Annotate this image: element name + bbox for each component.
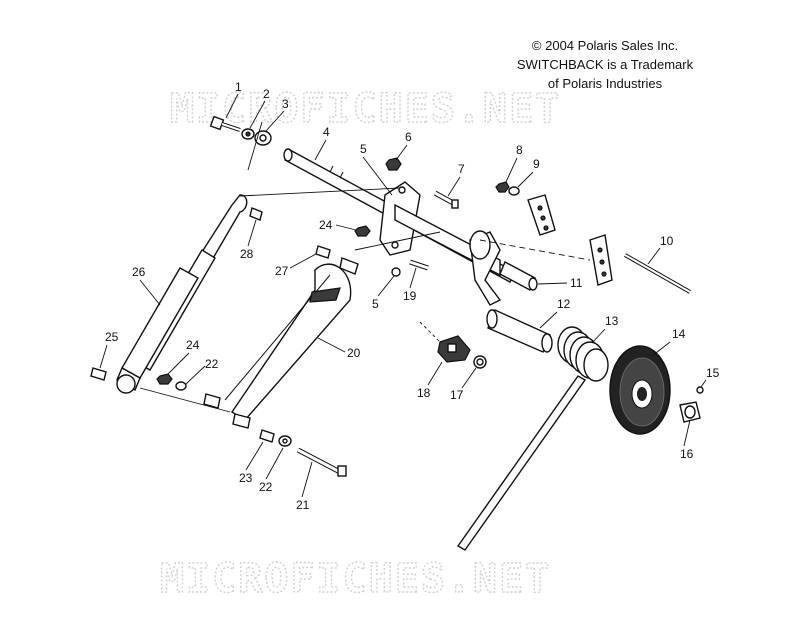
- callout-12: 12: [557, 297, 571, 311]
- callout-9: 9: [533, 157, 540, 171]
- callout-7: 7: [458, 162, 465, 176]
- callout-19: 19: [403, 289, 417, 303]
- watermark-top: MICROFICHES.NET: [170, 86, 561, 132]
- callout-24b: 24: [186, 338, 200, 352]
- part-25-bushing: [90, 367, 107, 381]
- callout-28: 28: [240, 247, 254, 261]
- callout-22a: 22: [205, 357, 219, 371]
- part-20-swingarm: [224, 263, 352, 421]
- part-2-washer: [241, 128, 255, 140]
- part-16-hub: [679, 401, 701, 423]
- callout-6: 6: [405, 130, 412, 144]
- right-bracket-plates: [479, 194, 613, 286]
- copyright-line-2: SWITCHBACK is a Trademark: [516, 57, 694, 72]
- part-19-bolt: [409, 259, 429, 271]
- construction-lines: [139, 121, 441, 413]
- part-14-wheel: [609, 345, 671, 435]
- copyright-notice: © 2004 Polaris Sales Inc. SWITCHBACK is …: [505, 36, 705, 93]
- callout-4: 4: [323, 125, 330, 139]
- part-9-washer: [508, 186, 520, 196]
- part-8-nut: [495, 181, 510, 193]
- part-13-spring: [456, 326, 609, 551]
- part-27-bushing: [315, 245, 331, 259]
- callout-2: 2: [263, 87, 270, 101]
- part-22-washer-a: [175, 381, 187, 391]
- callout-8: 8: [516, 143, 523, 157]
- callout-3: 3: [282, 97, 289, 111]
- callout-22b: 22: [259, 480, 273, 494]
- copyright-line-3: of Polaris Industries: [547, 76, 663, 91]
- part-23-bushing: [259, 429, 275, 443]
- lower-pivot-bushings: [203, 257, 359, 429]
- callout-17: 17: [450, 388, 464, 402]
- part-12-sleeve: [486, 309, 553, 353]
- callout-18: 18: [417, 386, 431, 400]
- callout-5b: 5: [372, 297, 379, 311]
- watermark-bottom: MICROFICHES.NET: [160, 556, 551, 602]
- callout-25: 25: [105, 330, 119, 344]
- part-1-bolt: [209, 115, 241, 132]
- callout-27: 27: [275, 264, 289, 278]
- callout-24a: 24: [319, 218, 333, 232]
- part-28-bushing: [249, 207, 263, 221]
- part-18-block: [437, 335, 471, 363]
- part-22-washer-b: [278, 435, 292, 447]
- callout-26: 26: [132, 265, 146, 279]
- part-24-nut-b: [156, 373, 173, 385]
- callout-11: 11: [570, 276, 583, 290]
- callout-23: 23: [239, 471, 253, 485]
- callout-15: 15: [706, 366, 720, 380]
- part-10-rod: [624, 253, 691, 294]
- callout-1: 1: [235, 80, 242, 94]
- copyright-line-1: © 2004 Polaris Sales Inc.: [531, 38, 679, 53]
- part-11-bushing: [499, 261, 538, 291]
- part-15-cap: [696, 386, 704, 394]
- callout-14: 14: [672, 327, 686, 341]
- callouts: 1 2 3 4 5 6 7 8 9 10 11 12 13 14 15 16 1…: [99, 80, 720, 512]
- part-24-nut-a: [354, 225, 371, 237]
- callout-21: 21: [296, 498, 310, 512]
- part-5-nut: [391, 267, 401, 277]
- callout-20: 20: [347, 346, 361, 360]
- part-26-shock: [116, 194, 248, 394]
- part-3-washer: [254, 130, 272, 146]
- part-7-bolt: [433, 190, 459, 209]
- callout-13: 13: [605, 314, 619, 328]
- part-6-nut: [385, 157, 402, 171]
- part-5-bracket: [379, 181, 502, 306]
- callout-5a: 5: [360, 142, 367, 156]
- part-17-ring: [473, 355, 487, 369]
- callout-10: 10: [660, 234, 674, 248]
- callout-16: 16: [680, 447, 694, 461]
- part-21-bolt: [296, 447, 347, 477]
